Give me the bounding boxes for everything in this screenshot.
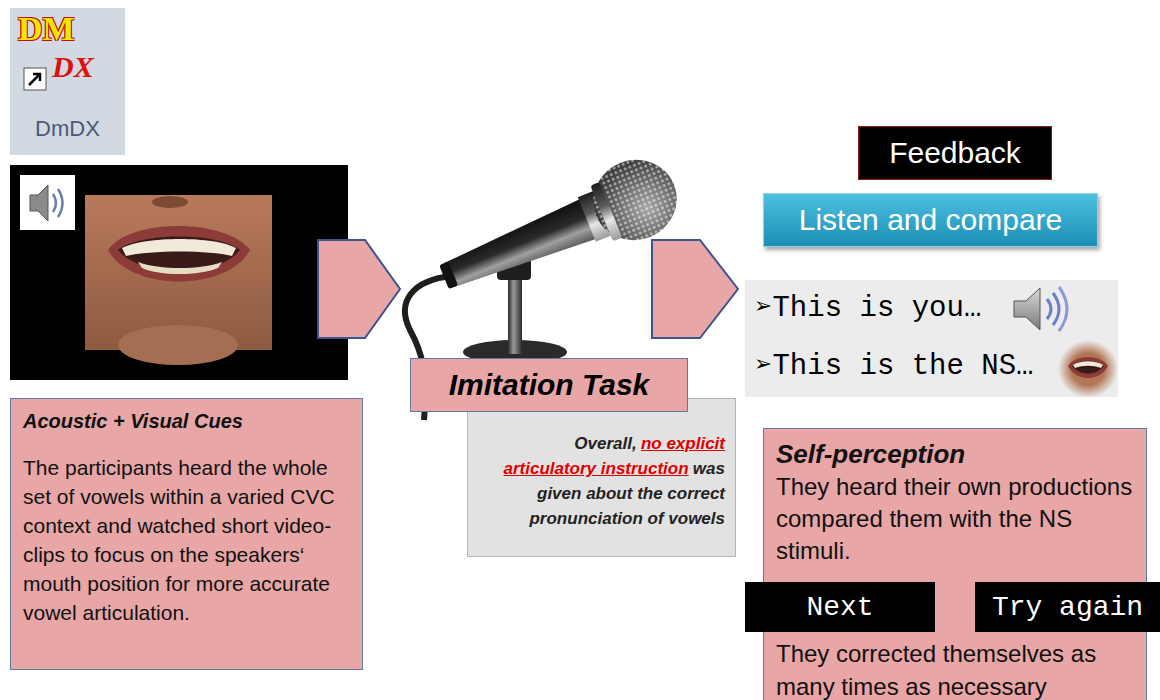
speaker-face-thumbnail-part — [1072, 361, 1104, 374]
microphone-part-part — [581, 147, 689, 253]
label-text: Listen and compare — [799, 203, 1063, 237]
icon-caption: DmDX — [10, 116, 125, 142]
compare-line: ➢This is you… — [755, 280, 981, 338]
speaker-face-thumbnail-part — [1058, 340, 1118, 398]
speaker-face-thumbnail-part — [1073, 361, 1103, 368]
dmdx-icon-part — [29, 74, 40, 85]
microphone — [405, 147, 689, 420]
logo-letters: DX — [52, 50, 94, 84]
microphone-part-part — [441, 195, 606, 296]
body-text: They corrected themselves as many times … — [776, 637, 1134, 700]
speaker-icon-part — [1014, 288, 1040, 330]
video-clip-part — [122, 239, 236, 256]
video-clip-part — [85, 195, 272, 350]
flow-chevron — [318, 240, 738, 338]
speaker-face-thumbnail-part — [1068, 357, 1108, 378]
microphone-part-part — [581, 147, 689, 253]
video-clip-part — [10, 165, 348, 380]
video-clip-part — [20, 175, 75, 230]
dmdx-icon — [10, 8, 125, 155]
video-clip-part — [118, 237, 240, 272]
info-box: Acoustic + Visual CuesThe participants h… — [10, 398, 363, 670]
action-banner: Listen and compare — [763, 193, 1098, 247]
task-label: Imitation Task — [410, 358, 688, 412]
compare-panel: ➢This is you…➢This is the NS… — [745, 280, 1118, 397]
microphone-part-part — [578, 190, 613, 241]
button-label: Try again — [992, 592, 1143, 623]
compare-line: ➢This is the NS… — [755, 338, 1034, 396]
microphone-part — [497, 258, 531, 280]
video-clip-part — [30, 185, 48, 221]
speaker-face-thumbnail — [1058, 340, 1118, 398]
box-heading: Self-perception — [776, 439, 1134, 469]
video-clip — [10, 165, 348, 380]
microphone-part — [429, 147, 689, 314]
label-text: Feedback — [889, 136, 1021, 170]
video-clip-part — [138, 262, 222, 274]
microphone-part-part — [590, 182, 622, 241]
dmdx-icon-part — [10, 8, 125, 155]
speaker-icon-part — [1059, 287, 1067, 331]
dmdx-icon-part — [24, 68, 46, 90]
microphone-part-part — [439, 261, 458, 289]
body-text: The participants heard the whole set of … — [23, 453, 350, 627]
speaker-icon — [1014, 287, 1067, 331]
video-clip-part — [108, 226, 250, 282]
button: Next — [745, 582, 935, 632]
flow-chevron-part — [318, 240, 400, 338]
box-heading: Acoustic + Visual Cues — [23, 409, 350, 433]
task-title: Imitation Task — [449, 368, 650, 402]
microphone-part — [508, 272, 522, 354]
video-clip-part — [58, 189, 63, 217]
button: Try again — [975, 582, 1160, 632]
note-box: Overall,no explicit articulatory instruc… — [467, 398, 736, 557]
button-label: Next — [806, 592, 873, 623]
body-text: They heard their own productions compare… — [776, 471, 1134, 567]
video-clip-part — [53, 194, 56, 212]
video-clip-part — [118, 325, 238, 365]
video-clip-part — [152, 196, 188, 208]
flow-chevron-part — [652, 240, 738, 338]
note-text: Overall, — [574, 434, 636, 453]
speaker-icon-part — [1047, 299, 1051, 319]
speaker-icon-part — [1053, 293, 1059, 325]
logo-letters: DM — [18, 10, 75, 48]
info-box: Self-perceptionThey heard their own prod… — [763, 428, 1147, 700]
feedback-label: Feedback — [858, 126, 1052, 180]
